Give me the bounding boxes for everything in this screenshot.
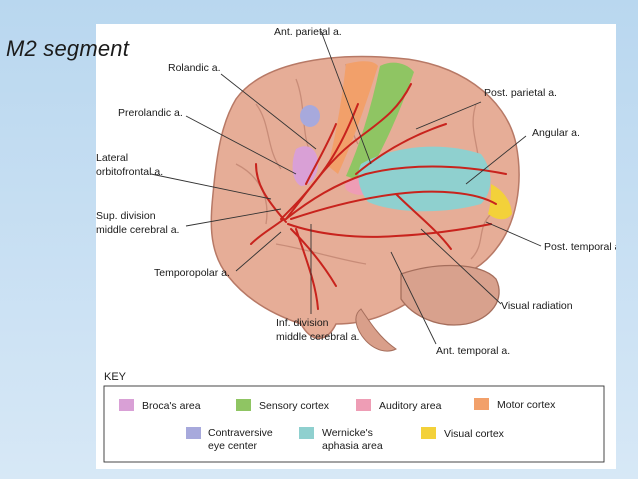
key-title: KEY bbox=[104, 371, 127, 383]
brain-illustration bbox=[210, 55, 520, 352]
visual-cortex-area bbox=[488, 184, 512, 220]
key-label-motor: Motor cortex bbox=[497, 399, 556, 411]
key-swatch-visual bbox=[421, 427, 436, 439]
key-label-wernickes-2: aphasia area bbox=[322, 440, 383, 452]
brain-diagram: Ant. parietal a. Rolandic a. Post. parie… bbox=[96, 26, 616, 463]
label-post-parietal: Post. parietal a. bbox=[484, 87, 557, 99]
key-label-visual: Visual cortex bbox=[444, 428, 505, 440]
label-ant-parietal: Ant. parietal a. bbox=[274, 26, 342, 38]
label-prerolandic: Prerolandic a. bbox=[118, 107, 183, 119]
label-post-temporal: Post. temporal a. bbox=[544, 241, 616, 253]
key-swatch-sensory bbox=[236, 399, 251, 411]
key-swatch-brocas bbox=[119, 399, 134, 411]
slide-title: M2 segment bbox=[6, 36, 130, 61]
key-label-auditory: Auditory area bbox=[379, 400, 442, 412]
key-label-brocas: Broca's area bbox=[142, 400, 201, 412]
key-swatch-motor bbox=[474, 398, 489, 410]
label-inf-division-2: middle cerebral a. bbox=[276, 331, 359, 343]
key-label-sensory: Sensory cortex bbox=[259, 400, 330, 412]
label-lateral-orbitofrontal-2: orbitofrontal a. bbox=[96, 166, 163, 178]
label-temporopolar: Temporopolar a. bbox=[154, 267, 230, 279]
key-label-contraversive-2: eye center bbox=[208, 440, 258, 452]
key-label-contraversive-1: Contraversive bbox=[208, 427, 273, 439]
label-lateral-orbitofrontal-1: Lateral bbox=[96, 152, 128, 164]
label-inf-division-1: Inf. division bbox=[276, 317, 329, 329]
label-ant-temporal: Ant. temporal a. bbox=[436, 345, 510, 357]
arteries bbox=[250, 83, 507, 310]
key-legend: KEY Broca's area Sensory cortex Auditory… bbox=[103, 371, 605, 463]
key-swatch-auditory bbox=[356, 399, 371, 411]
leader-lines bbox=[150, 30, 542, 345]
label-rolandic: Rolandic a. bbox=[168, 62, 221, 74]
key-box bbox=[103, 385, 605, 463]
key-label-wernickes-1: Wernicke's bbox=[322, 427, 373, 439]
brocas-area bbox=[292, 146, 318, 186]
label-visual-radiation: Visual radiation bbox=[501, 300, 573, 312]
key-swatch-contraversive bbox=[186, 427, 201, 439]
brainstem bbox=[355, 308, 397, 352]
label-sup-division-1: Sup. division bbox=[96, 210, 156, 222]
brain-figure: Ant. parietal a. Rolandic a. Post. parie… bbox=[96, 24, 616, 469]
cerebellum bbox=[400, 264, 500, 326]
label-sup-division-2: middle cerebral a. bbox=[96, 224, 179, 236]
contraversive-eye-center-area bbox=[300, 105, 320, 127]
key-swatch-wernickes bbox=[299, 427, 314, 439]
label-angular: Angular a. bbox=[532, 127, 580, 139]
